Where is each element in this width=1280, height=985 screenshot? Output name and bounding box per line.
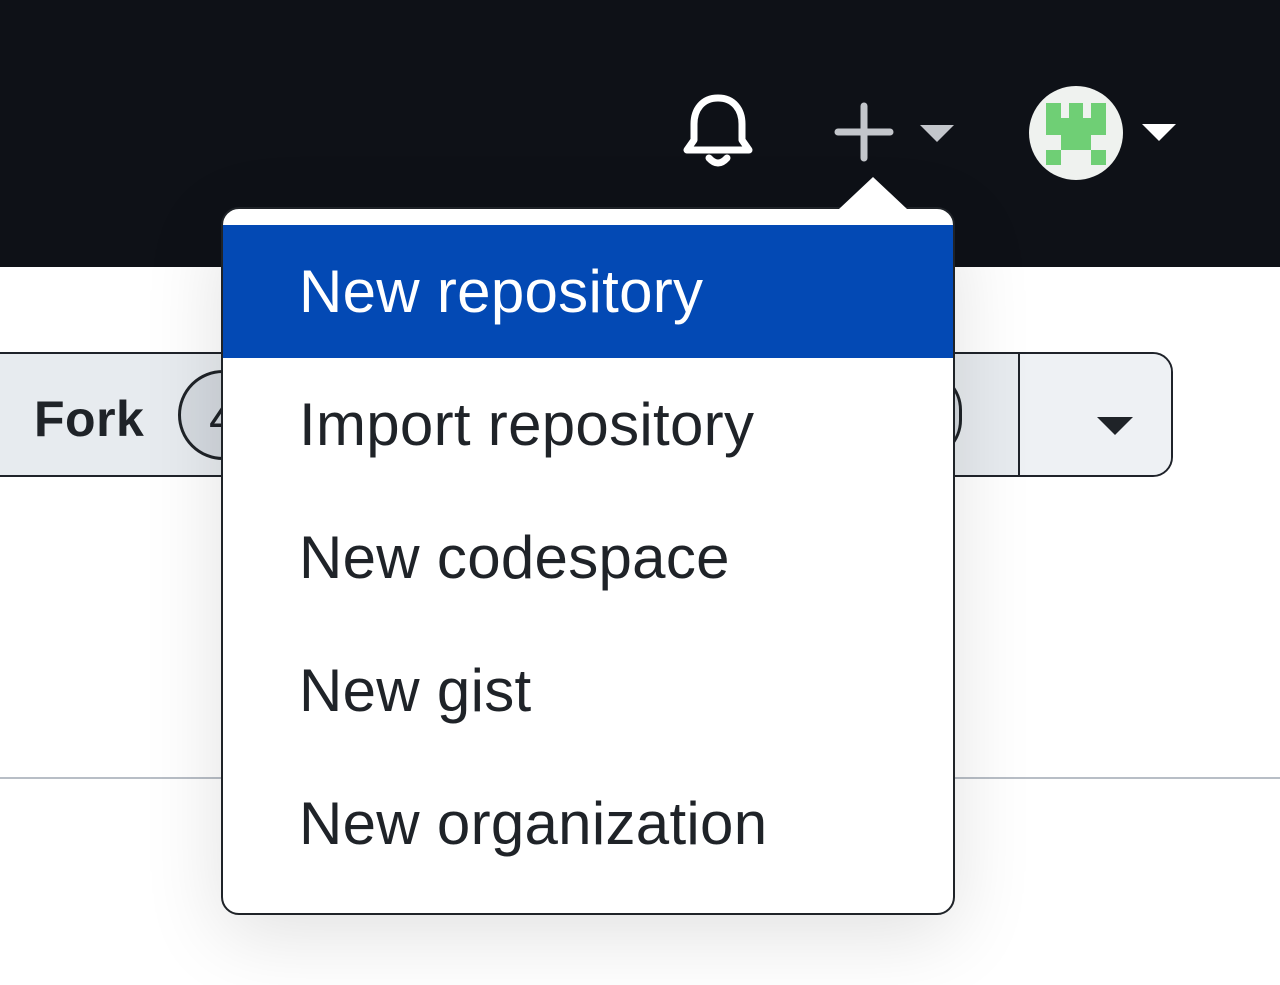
chevron-down-icon <box>1142 124 1176 141</box>
chevron-down-icon <box>920 125 954 142</box>
bell-icon[interactable] <box>682 92 754 172</box>
user-menu-button[interactable] <box>1026 86 1186 182</box>
more-actions-button[interactable] <box>1020 354 1171 475</box>
menu-item-import-repository[interactable]: Import repository <box>299 391 755 458</box>
menu-item-new-repository[interactable]: New repository <box>223 225 953 358</box>
fork-button-label[interactable]: Fork <box>34 391 145 447</box>
menu-item-new-organization[interactable]: New organization <box>299 790 768 857</box>
menu-pointer <box>839 177 907 209</box>
menu-item-new-gist[interactable]: New gist <box>299 657 532 724</box>
caret-down-icon <box>1097 417 1133 435</box>
menu-item-new-codespace[interactable]: New codespace <box>299 524 730 591</box>
avatar <box>1029 86 1123 180</box>
create-new-button[interactable] <box>832 100 962 164</box>
divider <box>1018 354 1020 475</box>
create-new-menu: New repository Import repository New cod… <box>221 207 955 915</box>
plus-icon <box>834 102 894 162</box>
